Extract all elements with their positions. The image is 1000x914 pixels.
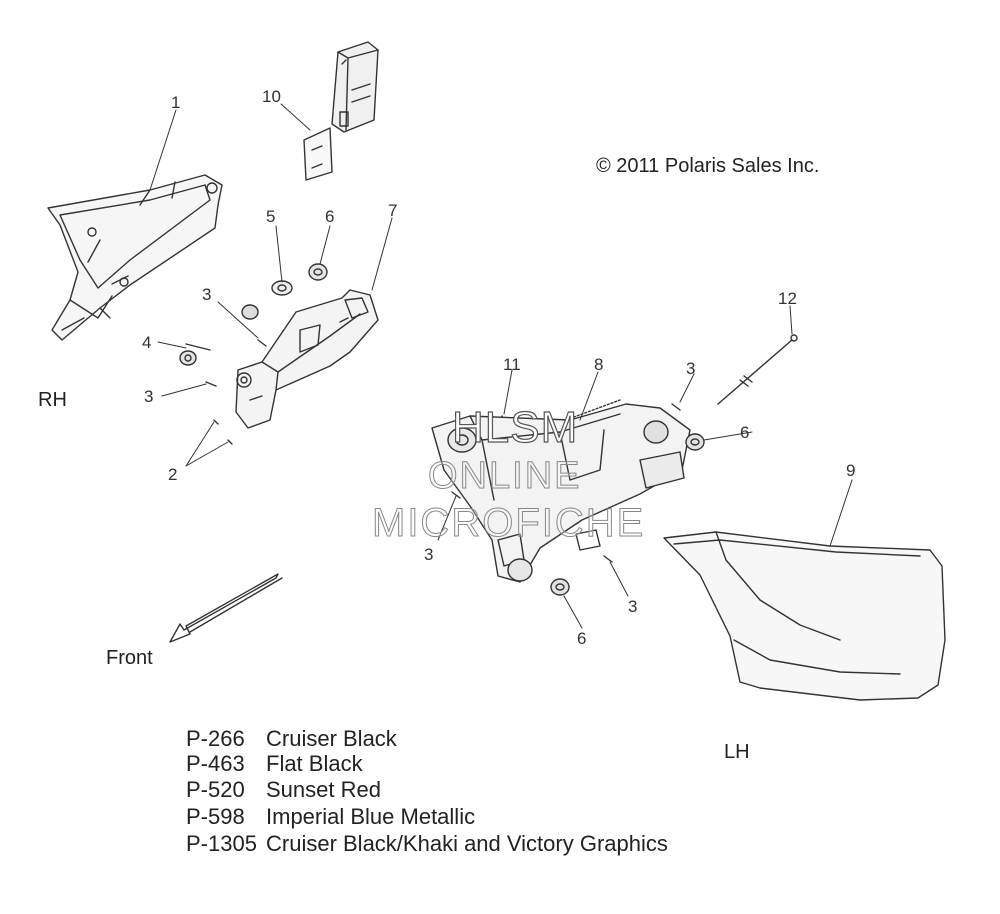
- callout-2: 2: [168, 465, 178, 484]
- callout-12: 12: [778, 289, 797, 308]
- paint-code: P-1305: [186, 831, 257, 856]
- part-6-grommet-upper: [308, 263, 328, 281]
- paint-name: Cruiser Black/Khaki and Victory Graphics: [266, 831, 668, 856]
- paint-code: P-463: [186, 751, 245, 776]
- copyright-notice: © 2011 Polaris Sales Inc.: [596, 155, 820, 177]
- paint-code-row: P-463 Flat Black: [186, 753, 363, 775]
- paint-code: P-266: [186, 726, 245, 751]
- part-5-nut: [271, 280, 293, 296]
- callout-3: 3: [144, 387, 154, 406]
- part-6-grommet-lh: [550, 433, 705, 596]
- callout-10: 10: [262, 87, 281, 106]
- callout-6: 6: [325, 207, 335, 226]
- callout-3: 3: [202, 285, 212, 304]
- direction-label-front: Front: [106, 647, 153, 669]
- callout-6: 6: [577, 629, 587, 648]
- callout-7: 7: [388, 201, 398, 220]
- paint-code-row: P-520 Sunset Red: [186, 779, 381, 801]
- part-4-bolt: [179, 343, 211, 366]
- paint-name: Cruiser Black: [266, 726, 397, 751]
- callout-3: 3: [424, 545, 434, 564]
- paint-code: P-598: [186, 804, 245, 829]
- side-label-lh: LH: [724, 741, 750, 763]
- callout-4: 4: [142, 333, 152, 352]
- part-8-lh-bracket: [431, 399, 691, 583]
- callout-3: 3: [686, 359, 696, 378]
- callout-6: 6: [740, 423, 750, 442]
- part-12-pin: [717, 334, 798, 405]
- callout-5: 5: [266, 207, 276, 226]
- part-3-screw-rh: [205, 339, 267, 445]
- part-3-screw-lh: [451, 403, 681, 563]
- part-10-relay-bracket: [303, 41, 379, 181]
- paint-code-row: P-598 Imperial Blue Metallic: [186, 806, 475, 828]
- front-direction-arrow: [169, 573, 283, 643]
- callout-9: 9: [846, 461, 856, 480]
- callout-3: 3: [628, 597, 638, 616]
- paint-code: P-520: [186, 777, 245, 802]
- paint-name: Flat Black: [266, 751, 363, 776]
- part-9-lh-side-cover: [663, 531, 946, 701]
- watermark-microfiche: MICROFICHE: [371, 501, 646, 545]
- part-1-rh-side-cover: [47, 174, 223, 341]
- paint-name: Sunset Red: [266, 777, 381, 802]
- paint-code-row: P-1305 Cruiser Black/Khaki and Victory Gr…: [186, 833, 668, 855]
- callout-8: 8: [594, 355, 604, 374]
- callout-11: 11: [503, 355, 521, 374]
- watermark-online: ONLINE: [427, 455, 582, 497]
- side-label-rh: RH: [38, 389, 67, 411]
- paint-name: Imperial Blue Metallic: [266, 804, 476, 829]
- part-7-rh-bracket: [235, 289, 379, 429]
- watermark-hlsm: HLSM: [451, 403, 579, 452]
- callout-1: 1: [171, 93, 181, 112]
- callout-leaders: [149, 103, 853, 629]
- paint-code-row: P-266 Cruiser Black: [186, 728, 397, 750]
